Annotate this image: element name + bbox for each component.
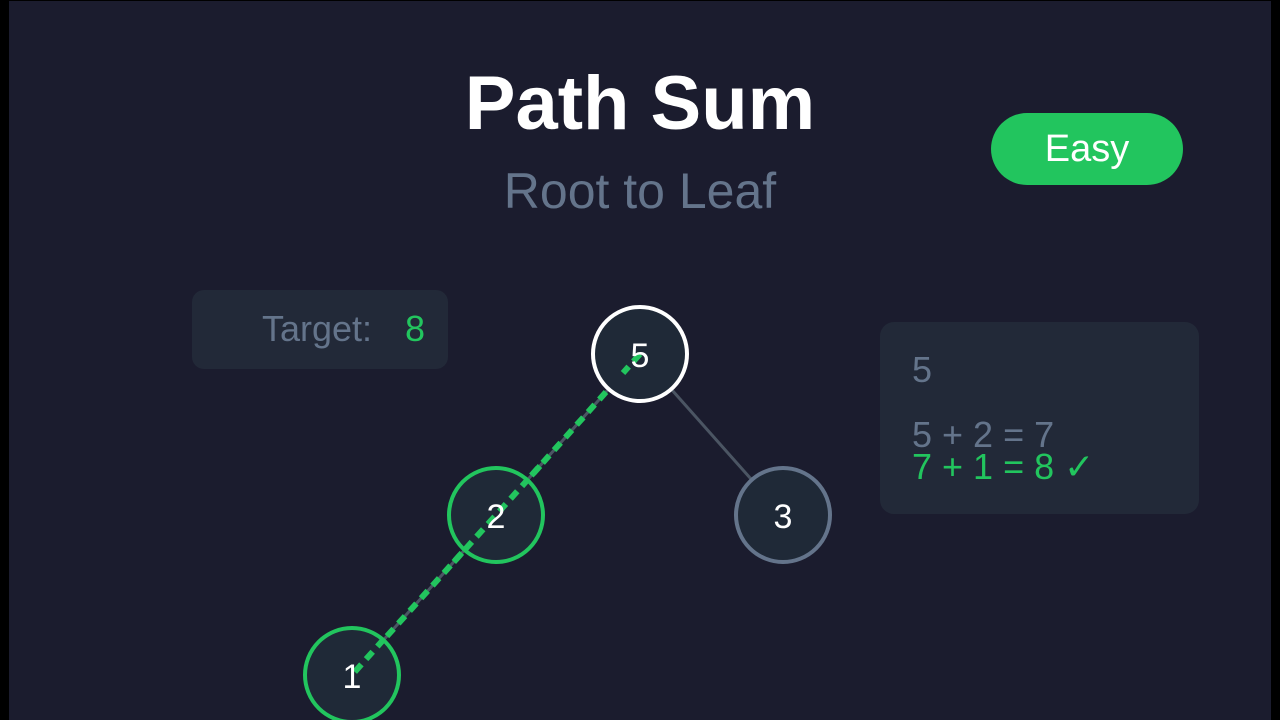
computation-line-step-1: 5 + 2 = 7 xyxy=(912,414,1055,455)
node-value: 2 xyxy=(487,498,506,536)
tree-node-left[interactable]: 2 xyxy=(447,463,545,567)
tree-node-right[interactable]: 3 xyxy=(734,466,832,564)
page-title: Path Sum xyxy=(464,61,816,146)
binary-tree-diagram: 5 2 3 1 xyxy=(303,305,832,720)
tree-node-root[interactable]: 5 xyxy=(591,305,689,403)
node-value: 5 xyxy=(631,337,650,375)
computation-line-step-2: 7 + 1 = 8 ✓ xyxy=(912,446,1095,487)
computation-panel: 5 5 + 2 = 7 7 + 1 = 8 ✓ xyxy=(880,322,1199,514)
node-value: 3 xyxy=(774,498,793,536)
target-label: Target: xyxy=(262,308,373,349)
canvas: 5 2 3 1 Path Sum Root to Leaf Easy Targe… xyxy=(9,1,1271,720)
node-value: 1 xyxy=(343,658,362,696)
target-value: 8 xyxy=(405,308,426,349)
difficulty-badge: Easy xyxy=(991,113,1183,185)
target-panel: Target: 8 xyxy=(192,290,448,369)
page-subtitle: Root to Leaf xyxy=(503,163,777,219)
tree-node-left-left[interactable]: 1 xyxy=(303,626,401,720)
computation-line-root: 5 xyxy=(912,349,933,390)
